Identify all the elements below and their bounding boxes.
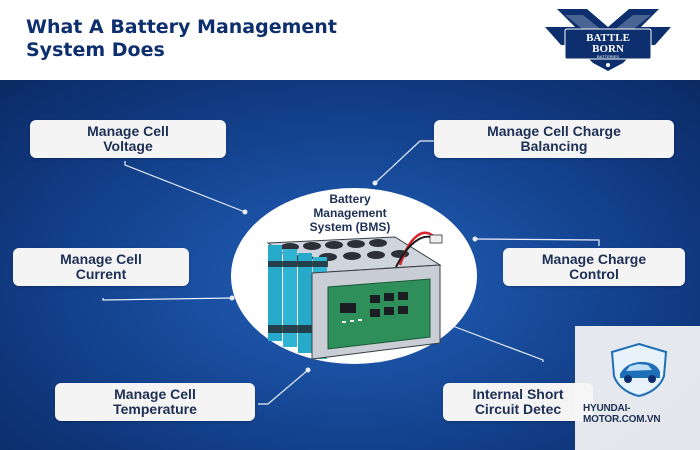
function-internal-short-text: Internal Short Circuit Detec xyxy=(472,386,564,417)
title-line-2: System Does xyxy=(26,39,165,61)
watermark-site: HYUNDAI-MOTOR.COM.VN xyxy=(583,403,661,425)
connector-cell-temperature xyxy=(258,369,309,405)
function-charge-control-text: Manage Charge Control xyxy=(541,251,647,282)
page-title: What A Battery Management System Does xyxy=(26,16,337,62)
logo-line-3: BATTERIES xyxy=(597,54,619,59)
title-line-1: What A Battery Management xyxy=(26,16,337,38)
car-shield-icon xyxy=(610,342,668,398)
function-card-cell-temperature: Manage Cell Temperature xyxy=(55,383,255,421)
connector-cell-current xyxy=(102,297,233,301)
function-card-cell-current: Manage Cell Current xyxy=(13,248,189,286)
function-card-cell-voltage: Manage Cell Voltage xyxy=(30,120,226,158)
connector-charge-control xyxy=(474,238,600,246)
logo-line-2: BORN xyxy=(592,43,624,55)
header-banner: What A Battery Management System Does BA… xyxy=(0,0,700,80)
function-charge-balancing-text: Manage Cell Charge Balancing xyxy=(487,123,621,154)
connector-charge-balancing xyxy=(374,140,434,184)
function-card-internal-short: Internal Short Circuit Detec xyxy=(443,383,593,421)
function-card-charge-control: Manage Charge Control xyxy=(503,248,685,286)
function-card-charge-balancing: Manage Cell Charge Balancing xyxy=(434,120,674,158)
function-cell-temperature-text: Manage Cell Temperature xyxy=(113,386,197,417)
connector-cell-voltage xyxy=(124,161,246,213)
battle-born-shield-logo: BATTLE BORN BATTERIES xyxy=(545,9,671,71)
logo-line-1: BATTLE xyxy=(586,32,630,44)
function-cell-voltage-text: Manage Cell Voltage xyxy=(87,123,169,154)
connector-internal-short xyxy=(449,324,544,362)
battery-pack-illustration xyxy=(266,231,443,360)
bms-hub-label: Battery Management System (BMS) xyxy=(309,192,391,234)
function-cell-current-text: Manage Cell Current xyxy=(60,251,142,282)
